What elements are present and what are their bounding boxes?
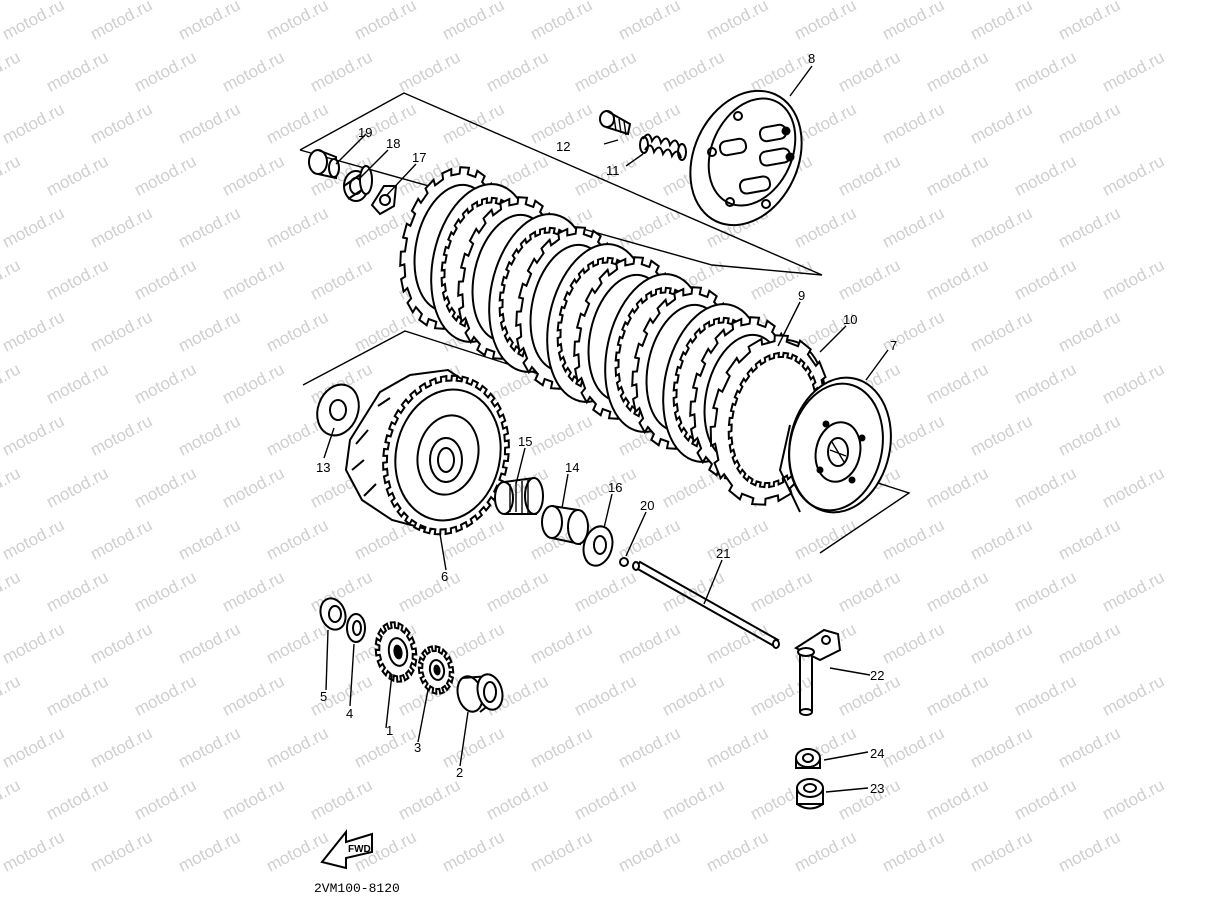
part-1-primary-drive-gear: [374, 621, 418, 683]
part-5-oil-seal: [319, 597, 347, 631]
part-16-washer: [582, 525, 614, 567]
callout-8: 8: [808, 51, 815, 66]
callout-23: 23: [870, 781, 884, 796]
part-8-pressure-plate: [689, 89, 803, 227]
fwd-arrow-icon: FWD: [320, 829, 373, 870]
part-7-clutch-boss: [778, 376, 892, 514]
part-3-gear: [417, 644, 455, 696]
part-13-thrust-washer: [316, 383, 360, 437]
callout-5: 5: [320, 689, 327, 704]
leader-lines: [323, 65, 889, 793]
callout-18: 18: [386, 136, 400, 151]
gear-bore: [393, 644, 403, 660]
part-18-bearing: [343, 165, 373, 202]
part-22-push-lever-shaft: [793, 628, 842, 716]
callout-19: 19: [358, 125, 372, 140]
callout-21: 21: [716, 546, 730, 561]
part-23-bearing: [796, 778, 824, 810]
callout-13: 13: [316, 460, 330, 475]
callout-3: 3: [414, 740, 421, 755]
callout-17: 17: [412, 150, 426, 165]
callout-16: 16: [608, 480, 622, 495]
friction-plate-inner: [727, 351, 821, 489]
part-11-spring: [639, 133, 687, 161]
callout-6: 6: [441, 569, 448, 584]
part-20-ball: [619, 557, 629, 567]
part-2-collar: [456, 673, 504, 713]
callout-1: 1: [386, 723, 393, 738]
part-17-lock-washer: [370, 185, 398, 216]
callout-labels: 1 2 3 4 5 6 7 8 9 10 11 12 13 14 15 16 1…: [316, 51, 897, 796]
part-12-bolt: [599, 110, 632, 136]
callout-12: 12: [556, 139, 570, 154]
callout-15: 15: [518, 434, 532, 449]
callout-14: 14: [565, 460, 579, 475]
part-6-clutch-housing: [344, 368, 510, 536]
callout-11: 11: [606, 163, 620, 178]
callout-9: 9: [798, 288, 805, 303]
callout-22: 22: [870, 668, 884, 683]
callout-4: 4: [346, 706, 353, 721]
part-24-oil-seal: [795, 748, 821, 769]
gear-bore: [433, 664, 441, 676]
part-4-washer: [346, 613, 366, 643]
part-code: 2VM100-8120: [314, 881, 400, 896]
part-19-bolt: [308, 149, 340, 180]
fwd-label: FWD: [348, 844, 371, 855]
callout-20: 20: [640, 498, 654, 513]
gear-hub: [387, 637, 409, 667]
callout-2: 2: [456, 765, 463, 780]
gear-hub: [428, 659, 446, 681]
callout-10: 10: [843, 312, 857, 327]
callout-7: 7: [890, 338, 897, 353]
part-21-push-rod: [632, 560, 780, 649]
part-15-needle-bearing: [494, 476, 544, 515]
part-14-collar: [541, 505, 589, 546]
callout-24: 24: [870, 746, 884, 761]
